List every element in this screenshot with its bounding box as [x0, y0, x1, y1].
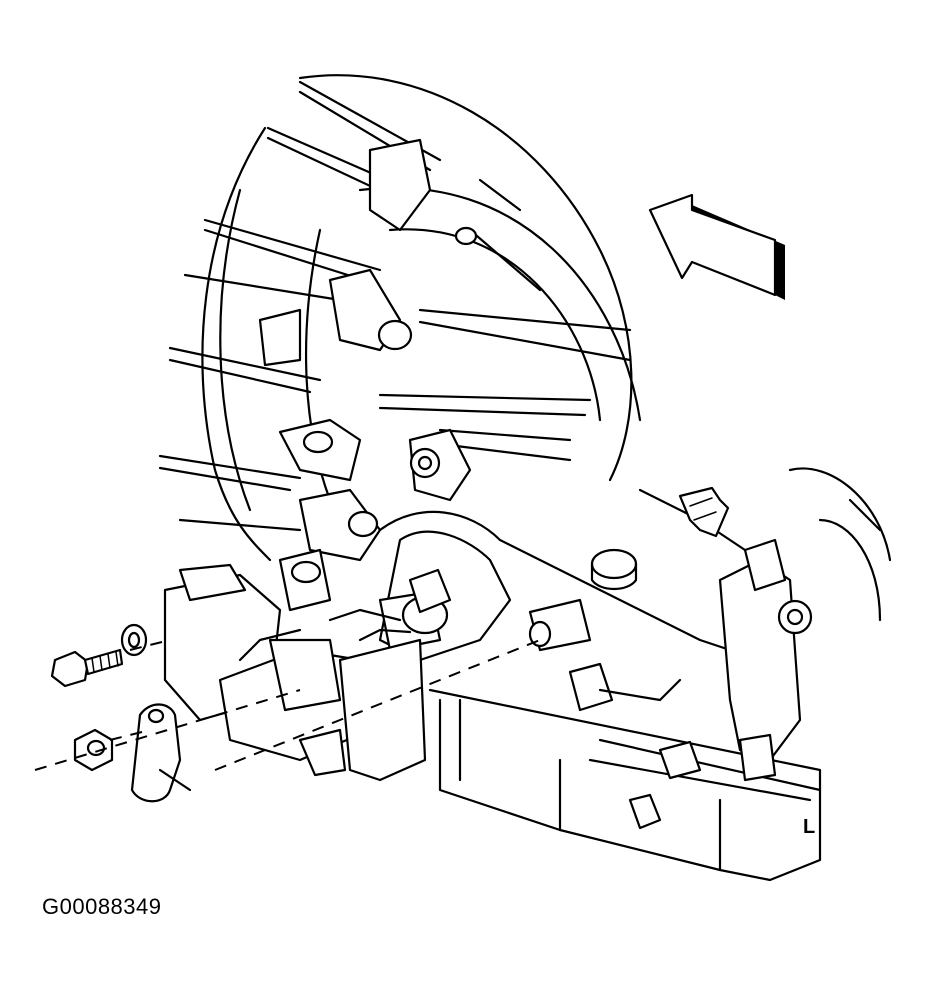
shift-linkage	[378, 530, 702, 830]
figure-id-code: G00088349	[42, 894, 162, 919]
switch-connector	[238, 608, 412, 662]
switch-bolt	[50, 648, 124, 688]
bushing	[590, 548, 638, 591]
shift-lever	[130, 703, 192, 803]
retaining-clip	[678, 486, 730, 538]
lever-nut	[73, 728, 114, 772]
position-switch	[163, 548, 427, 782]
edge-letter: L	[803, 816, 816, 838]
front-direction-arrow	[648, 193, 785, 300]
mount-bracket	[718, 538, 813, 782]
washer	[120, 623, 148, 657]
housing-bosses	[258, 138, 478, 562]
alignment-lines	[34, 639, 541, 771]
housing-ribs	[158, 80, 632, 532]
